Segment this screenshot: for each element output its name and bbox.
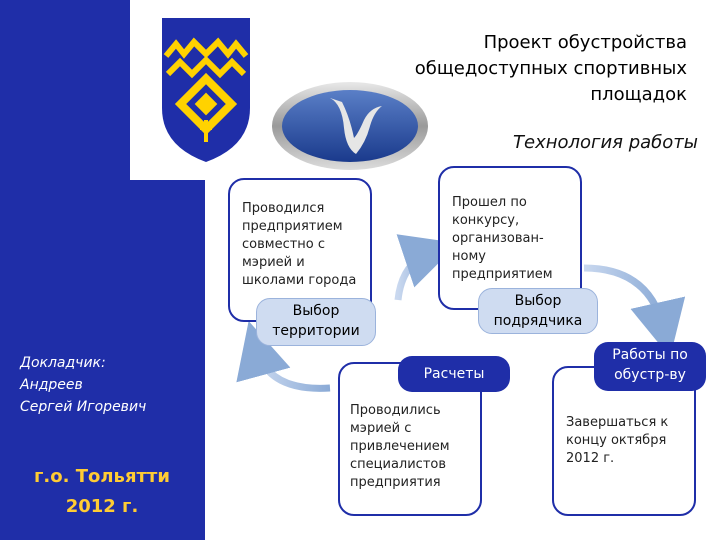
title-line: Проект обустройства bbox=[483, 32, 687, 53]
step-contractor-label: Выбор подрядчика bbox=[478, 288, 598, 334]
title-line: площадок bbox=[590, 84, 687, 105]
city-emblem-icon bbox=[162, 18, 250, 162]
arrow-calc-to-territory bbox=[236, 320, 331, 392]
title-line: общедоступных спортивных bbox=[414, 58, 687, 79]
step-works-label: Работы по обустр-ву bbox=[594, 342, 706, 391]
step-calc-label: Расчеты bbox=[398, 356, 510, 392]
arrow-contractor-to-works bbox=[583, 264, 686, 358]
step-works-desc: Завершаться к концу октября 2012 г. bbox=[566, 415, 669, 466]
reporter-info: Докладчик: Андреев Сергей Игоревич bbox=[20, 355, 147, 415]
step-calc-desc: Проводились мэрией с привлечением специа… bbox=[350, 403, 450, 490]
step-territory-desc: Проводился предприятием совместно с мэри… bbox=[242, 201, 357, 288]
page-subtitle: Технология работы bbox=[513, 132, 698, 153]
step-contractor-box bbox=[438, 166, 582, 310]
brand-logo-icon bbox=[272, 82, 428, 170]
city-year: г.о. Тольятти 2012 г. bbox=[34, 466, 170, 517]
step-works-box bbox=[552, 366, 696, 516]
step-territory-label: Выбор территории bbox=[256, 298, 376, 346]
arrow-territory-to-contractor bbox=[394, 234, 459, 301]
step-contractor-desc: Прошел по конкурсу, организован- ному пр… bbox=[452, 195, 553, 282]
page-title: Проект обустройства общедоступных спорти… bbox=[327, 30, 687, 108]
